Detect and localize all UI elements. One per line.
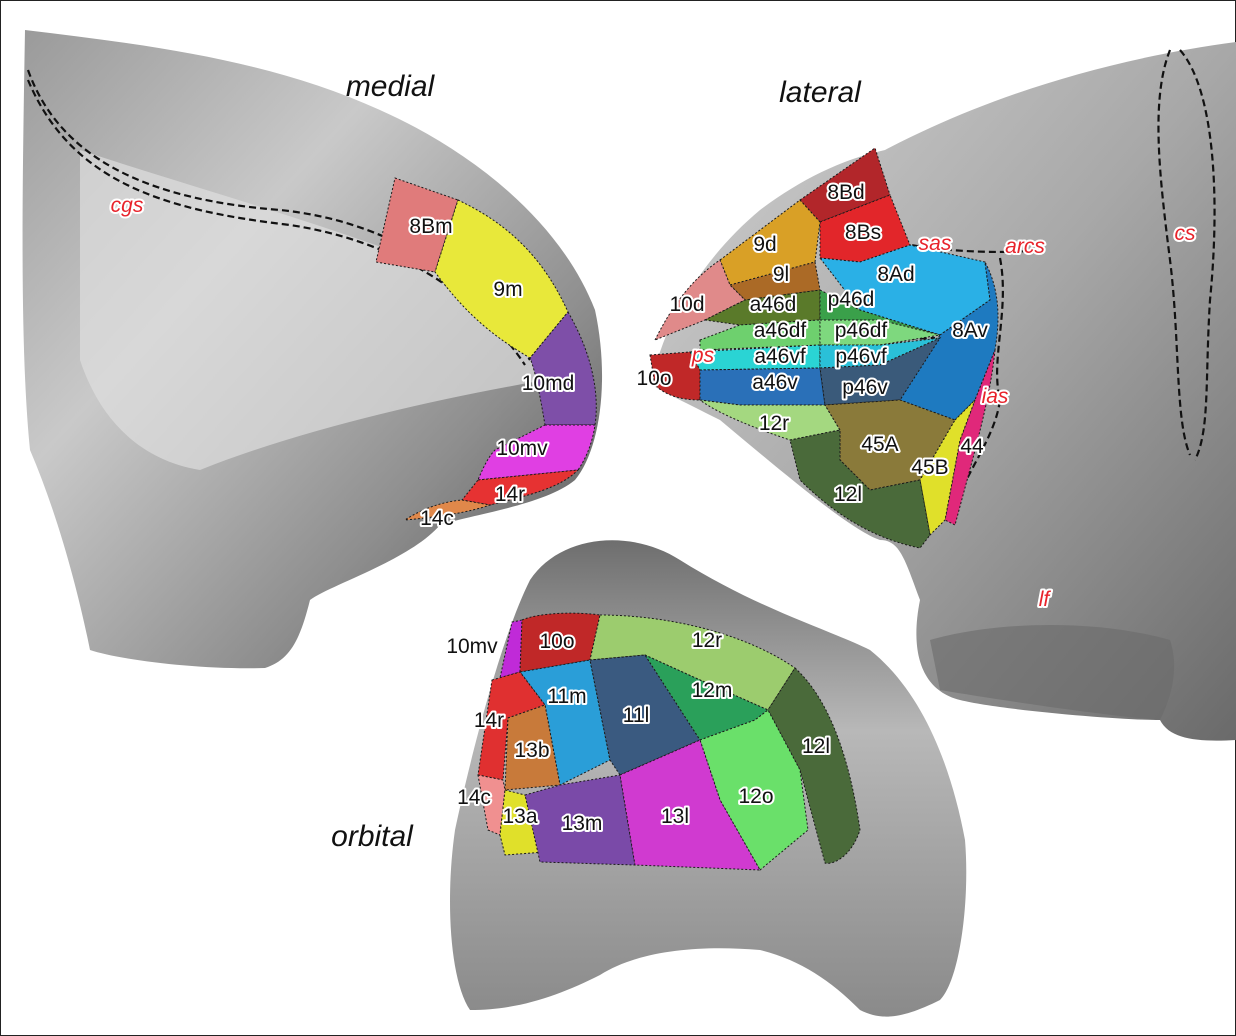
orbital-title: orbital (331, 820, 414, 853)
lateral-label-10o: 10o (636, 367, 671, 390)
lateral-label-45B: 45B (911, 456, 948, 479)
orbital-label-13l: 13l (661, 805, 689, 828)
medial-view: medial cgs 8Bm 9m 10md 10mv 14r 14c (23, 30, 602, 668)
lateral-label-12r: 12r (759, 412, 789, 435)
lateral-label-a46df: a46df (754, 319, 807, 342)
orbital-label-10o: 10o (539, 630, 574, 653)
orbital-label-10mv: 10mv (446, 635, 498, 658)
temporal-lobe-shade (930, 625, 1174, 720)
lateral-label-9d: 9d (753, 233, 776, 256)
lateral-label-45A: 45A (861, 433, 898, 456)
cs-label: cs (1175, 222, 1197, 245)
orbital-label-12o: 12o (738, 785, 773, 808)
medial-label-14r: 14r (495, 483, 525, 506)
medial-title: medial (346, 70, 436, 103)
orbital-label-13a: 13a (502, 805, 537, 828)
orbital-label-12r: 12r (692, 629, 722, 652)
ias-label: ias (982, 385, 1009, 408)
lateral-label-p46vf: p46vf (835, 345, 887, 368)
lateral-label-p46df: p46df (835, 319, 888, 342)
medial-label-9m: 9m (493, 278, 522, 301)
orbital-label-14c: 14c (457, 786, 491, 809)
medial-label-10md: 10md (522, 372, 575, 395)
orbital-label-13m: 13m (562, 812, 603, 835)
lateral-label-10d: 10d (669, 293, 704, 316)
medial-label-14c: 14c (420, 507, 454, 530)
lateral-label-44: 44 (960, 435, 984, 458)
lateral-label-8Av: 8Av (952, 319, 988, 342)
lateral-label-12l: 12l (834, 483, 862, 506)
lateral-label-8Bd: 8Bd (827, 181, 864, 204)
orbital-label-12m: 12m (692, 679, 733, 702)
lateral-label-8Ad: 8Ad (877, 263, 914, 286)
orbital-label-12l: 12l (802, 735, 830, 758)
orbital-view: orbital 10mv 10o 12r 11m 11l 12m 14r 13b… (331, 540, 966, 1016)
lateral-title: lateral (779, 76, 862, 109)
lateral-label-9l: 9l (773, 263, 789, 286)
ps-label: ps (691, 344, 715, 367)
lateral-label-a46vf: a46vf (754, 345, 806, 368)
lateral-label-a46v: a46v (752, 371, 798, 394)
lateral-label-a46d: a46d (750, 293, 797, 316)
orbital-label-11l: 11l (623, 704, 649, 727)
medial-label-10mv: 10mv (496, 437, 548, 460)
medial-label-8Bm: 8Bm (409, 215, 452, 238)
lateral-label-8Bs: 8Bs (845, 221, 881, 244)
lateral-label-p46v: p46v (842, 376, 888, 399)
arcs-label: arcs (1005, 235, 1045, 258)
orbital-label-13b: 13b (514, 739, 549, 762)
lateral-label-p46d: p46d (828, 288, 875, 311)
cgs-label: cgs (111, 194, 144, 217)
orbital-label-11m: 11m (547, 685, 586, 708)
sas-label: sas (919, 232, 952, 255)
orbital-label-14r: 14r (474, 709, 504, 732)
